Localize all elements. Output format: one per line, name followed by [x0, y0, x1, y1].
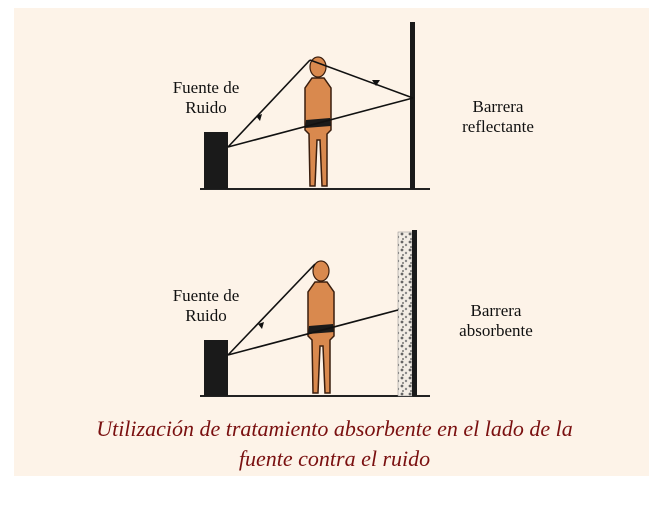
absorbent-layer: [397, 231, 413, 397]
caption-line: Utilización de tratamiento absorbente en…: [96, 416, 573, 441]
label-line: Barrera: [470, 301, 522, 320]
figure-caption: Utilización de tratamiento absorbente en…: [18, 414, 651, 474]
label-line: Ruido: [185, 98, 227, 117]
label-line: Fuente de: [172, 286, 240, 305]
reflective-barrier: [410, 22, 415, 189]
label-line: Barrera: [472, 97, 524, 116]
scene-absorbent-barrier: [200, 230, 430, 397]
label-line: absorbente: [459, 321, 533, 340]
person-figure: [307, 260, 335, 394]
label-line: reflectante: [462, 117, 534, 136]
label-line: Fuente de: [172, 78, 240, 97]
barrier-label-bottom: Barrera absorbente: [446, 301, 546, 341]
sound-rays: [227, 59, 414, 148]
barrier-label-top: Barrera reflectante: [448, 97, 548, 137]
scene-reflective-barrier: [200, 22, 430, 190]
sound-rays: [227, 263, 399, 356]
absorbent-barrier: [412, 230, 417, 396]
noise-source-box: [204, 132, 228, 189]
label-line: Ruido: [185, 306, 227, 325]
ray-arrows: [256, 80, 380, 121]
ray-arrows: [258, 322, 264, 329]
noise-source-label-bottom: Fuente de Ruido: [160, 286, 252, 326]
caption-line: fuente contra el ruido: [238, 446, 431, 471]
noise-source-label-top: Fuente de Ruido: [160, 78, 252, 118]
diagram-panel: [14, 8, 649, 476]
noise-source-box: [204, 340, 228, 396]
